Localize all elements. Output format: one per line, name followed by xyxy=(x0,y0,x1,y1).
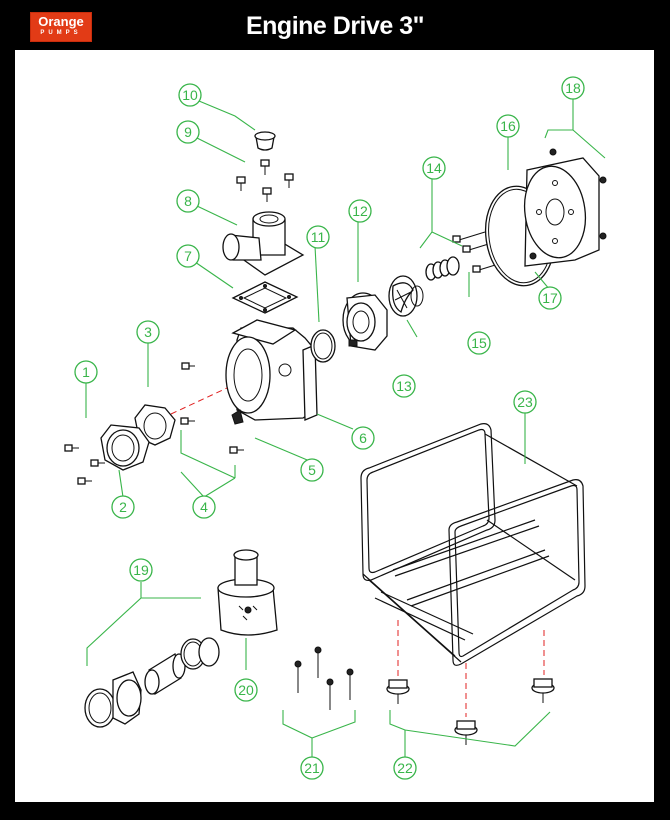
svg-text:21: 21 xyxy=(304,760,320,776)
svg-text:23: 23 xyxy=(517,394,533,410)
svg-text:6: 6 xyxy=(359,430,367,446)
part-23-frame xyxy=(360,423,586,666)
callout-10: 10 xyxy=(178,83,202,107)
callout-8: 8 xyxy=(176,189,200,213)
part-5-bolt xyxy=(229,446,244,454)
svg-text:8: 8 xyxy=(184,193,192,209)
part-18-nuts xyxy=(529,148,607,260)
part-14-seal xyxy=(425,256,460,281)
callout-2: 2 xyxy=(111,495,135,519)
callout-6: 6 xyxy=(351,426,375,450)
part-19-hose-fittings xyxy=(84,637,220,728)
part-6-pump-body xyxy=(225,319,318,425)
part-13-impeller xyxy=(388,275,424,317)
callout-7: 7 xyxy=(176,244,200,268)
part-10-cap xyxy=(254,131,276,151)
callout-5: 5 xyxy=(300,458,324,482)
callout-23: 23 xyxy=(513,390,537,414)
callout-17: 17 xyxy=(538,286,562,310)
svg-text:17: 17 xyxy=(542,290,558,306)
svg-text:2: 2 xyxy=(119,499,127,515)
header-bar: Orange PUMPS Engine Drive 3" xyxy=(0,0,670,50)
svg-text:12: 12 xyxy=(352,203,368,219)
callout-11: 11 xyxy=(306,225,330,249)
svg-text:5: 5 xyxy=(308,462,316,478)
leader-lines xyxy=(85,88,606,758)
callout-19: 19 xyxy=(129,558,153,582)
svg-text:7: 7 xyxy=(184,248,192,264)
centerline-suction xyxy=(170,387,228,415)
callout-14: 14 xyxy=(422,156,446,180)
callout-20: 20 xyxy=(234,678,258,702)
part-4-bolts xyxy=(180,362,195,425)
part-9-bolts xyxy=(236,159,294,202)
diagram-panel: 1 2 3 4 5 6 7 8 9 10 11 12 13 14 15 16 1… xyxy=(15,50,654,802)
orange-pumps-logo: Orange PUMPS xyxy=(30,12,92,42)
page-title: Engine Drive 3" xyxy=(245,12,425,40)
callout-13: 13 xyxy=(392,374,416,398)
callout-21: 21 xyxy=(300,756,324,780)
svg-text:15: 15 xyxy=(471,335,487,351)
part-12-volute xyxy=(342,292,388,351)
callout-15: 15 xyxy=(467,331,491,355)
part-7-gasket xyxy=(231,281,299,314)
svg-text:22: 22 xyxy=(397,760,413,776)
svg-text:11: 11 xyxy=(311,229,326,245)
svg-text:9: 9 xyxy=(184,124,192,140)
svg-text:1: 1 xyxy=(82,364,90,380)
callout-3: 3 xyxy=(136,320,160,344)
exploded-parts-diagram: 1 2 3 4 5 6 7 8 9 10 11 12 13 14 15 16 1… xyxy=(64,76,607,780)
callout-4: 4 xyxy=(192,495,216,519)
svg-text:20: 20 xyxy=(238,682,254,698)
part-1-bolts xyxy=(64,444,105,485)
callout-9: 9 xyxy=(176,120,200,144)
svg-text:18: 18 xyxy=(565,80,581,96)
part-21-mount-bolts xyxy=(294,646,354,710)
svg-text:14: 14 xyxy=(426,160,442,176)
svg-text:13: 13 xyxy=(396,378,412,394)
svg-text:10: 10 xyxy=(182,87,198,103)
callout-12: 12 xyxy=(348,199,372,223)
part-22-rubber-mounts xyxy=(386,678,555,745)
logo-brand-top: Orange xyxy=(38,14,84,29)
part-2-suction-flange xyxy=(100,424,150,471)
part-15-studs xyxy=(452,231,506,273)
logo-brand-bottom: PUMPS xyxy=(40,30,82,36)
callout-1: 1 xyxy=(74,360,98,384)
svg-text:4: 4 xyxy=(200,499,208,515)
svg-text:19: 19 xyxy=(133,562,149,578)
part-8-discharge-elbow xyxy=(222,211,305,276)
callout-22: 22 xyxy=(393,756,417,780)
part-11-o-ring xyxy=(310,329,336,363)
svg-text:16: 16 xyxy=(500,118,516,134)
part-20-strainer xyxy=(217,549,278,636)
svg-text:3: 3 xyxy=(144,324,152,340)
part-17-back-plate xyxy=(523,157,600,267)
callout-16: 16 xyxy=(496,114,520,138)
callout-18: 18 xyxy=(561,76,585,100)
